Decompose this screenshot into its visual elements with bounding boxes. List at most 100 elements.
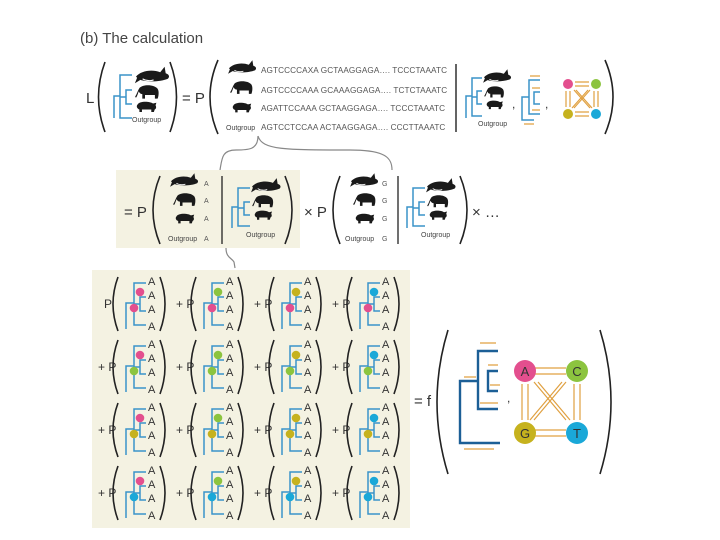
outgroup-label: Outgroup (421, 232, 450, 239)
tip-base: A (382, 465, 390, 477)
tip-base: A (148, 510, 156, 522)
sequence-row: AGATTCCAAA GCTAAGGAGA…. TCCCTAAATC (261, 104, 445, 113)
ancestral-state-node (292, 351, 301, 360)
left-paren (437, 330, 448, 474)
ancestral-state-node (370, 351, 379, 360)
tip-base: A (382, 321, 390, 333)
outgroup-label: Outgroup (246, 232, 275, 239)
ancestral-state-node (286, 367, 295, 376)
tip-base: A (148, 367, 156, 379)
ancestral-state-node (364, 367, 373, 376)
ancestral-state-node (286, 304, 295, 313)
tip-base: A (148, 353, 156, 365)
ancestral-state-node (364, 493, 373, 502)
tip-base: A (148, 465, 156, 477)
comma: , (545, 97, 548, 111)
tip-base: A (382, 384, 390, 396)
term-operator: P (104, 297, 112, 311)
tip-base: A (382, 510, 390, 522)
tip-base: A (226, 321, 234, 333)
tip-base: A (226, 465, 234, 477)
tip-base: A (148, 384, 156, 396)
tip-base: A (382, 493, 390, 505)
tip-base: A (226, 353, 234, 365)
ancestral-state-node (130, 430, 139, 439)
tip-base: A (304, 290, 312, 302)
elephant-icon (230, 81, 252, 94)
tip-base: A (148, 290, 156, 302)
tip-base: A (304, 367, 312, 379)
orca-icon (228, 60, 256, 74)
elephant-icon (353, 193, 375, 206)
tip-base: A (304, 430, 312, 442)
times-ellipsis: × … (472, 204, 500, 221)
tip-base: A (226, 416, 234, 428)
tip-base: A (226, 290, 234, 302)
ancestral-state-node (214, 351, 223, 360)
ancestral-state-node (214, 477, 223, 486)
tip-base: A (226, 510, 234, 522)
tip-base: A (226, 339, 234, 351)
ancestral-state-node (286, 430, 295, 439)
ancestral-state-node (208, 493, 217, 502)
tip-base: A (148, 321, 156, 333)
tip-base: A (226, 447, 234, 459)
equals-p: = P (124, 204, 147, 221)
tip-base: A (148, 402, 156, 414)
nucleotide-label: A (521, 364, 530, 379)
tip-base: A (382, 367, 390, 379)
site-base: G (382, 181, 387, 188)
outgroup-label: Outgroup (168, 236, 197, 243)
tip-base: A (148, 479, 156, 491)
site-base: G (382, 236, 387, 243)
tip-base: A (304, 465, 312, 477)
tip-base: A (226, 367, 234, 379)
tip-base: A (148, 493, 156, 505)
ancestral-state-node (370, 414, 379, 423)
left-paren (333, 176, 340, 244)
tip-base: A (226, 384, 234, 396)
comma: , (507, 391, 510, 405)
ancestral-state-node (136, 477, 145, 486)
tree-diagram: Outgroup (407, 178, 456, 239)
tip-base: A (304, 510, 312, 522)
ancestral-state-node (136, 414, 145, 423)
nucleotide-label: G (520, 426, 530, 441)
tip-base: A (148, 304, 156, 316)
branch-length-tree (522, 76, 540, 124)
orca-icon (350, 173, 378, 187)
ancestral-state-node (370, 288, 379, 297)
outgroup-label: Outgroup (132, 117, 161, 124)
tip-base: A (304, 493, 312, 505)
pig-icon (233, 103, 251, 113)
times-p: × P (304, 204, 327, 221)
comma: , (512, 97, 515, 111)
substitution-model: A C G T (514, 360, 588, 444)
tip-base: A (304, 353, 312, 365)
nucleotide-label: C (572, 364, 581, 379)
tip-base: A (382, 479, 390, 491)
row1-equation: L Outgroup = P Outgroup AGTCCCCAXA GCTAA… (86, 60, 613, 134)
ancestral-state-node (208, 367, 217, 376)
ancestral-state-node (292, 477, 301, 486)
connector-line (220, 136, 258, 170)
ancestral-state-node (136, 351, 145, 360)
ancestral-state-node (286, 493, 295, 502)
tip-base: A (382, 339, 390, 351)
tip-base: A (148, 416, 156, 428)
ancestral-state-node (130, 304, 139, 313)
tip-base: A (304, 304, 312, 316)
tip-base: A (382, 447, 390, 459)
site-base: A (204, 236, 209, 243)
sequence-alignment: Outgroup AGTCCCCAXA GCTAAGGAGA…. TCCCTAA… (226, 60, 447, 132)
tree-diagram: Outgroup (114, 67, 169, 124)
tip-base: A (226, 430, 234, 442)
left-paren (99, 62, 106, 132)
substitution-model-small (563, 79, 601, 119)
tip-base: A (382, 276, 390, 288)
tip-base: A (304, 416, 312, 428)
ancestral-state-node (364, 304, 373, 313)
tip-base: A (304, 384, 312, 396)
ancestral-state-node (292, 414, 301, 423)
